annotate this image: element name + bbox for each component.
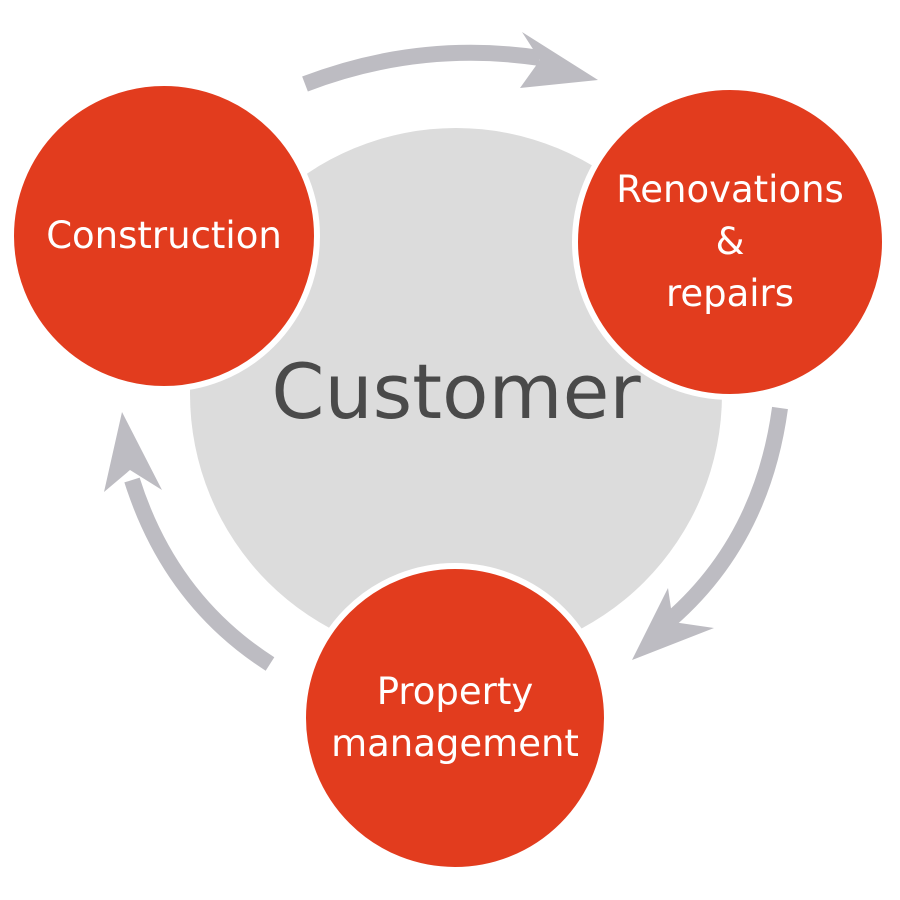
- arrow-renovations-to-property-icon: [632, 406, 788, 660]
- property-label-line-2: management: [331, 722, 579, 765]
- construction-node: Construction: [8, 80, 320, 392]
- renovations-label-line-1: Renovations: [616, 168, 844, 211]
- arrow-construction-to-renovations-icon: [302, 32, 598, 92]
- customer-label: Customer: [271, 347, 641, 436]
- arrow-property-to-construction-icon: [104, 412, 275, 671]
- property-label-line-1: Property: [376, 670, 534, 713]
- construction-label: Construction: [46, 214, 282, 257]
- renovations-label-line-3: repairs: [665, 272, 795, 315]
- renovations-label-line-2: &: [715, 220, 745, 263]
- property-management-node: Property management: [300, 563, 610, 873]
- renovations-node: Renovations & repairs: [572, 84, 888, 400]
